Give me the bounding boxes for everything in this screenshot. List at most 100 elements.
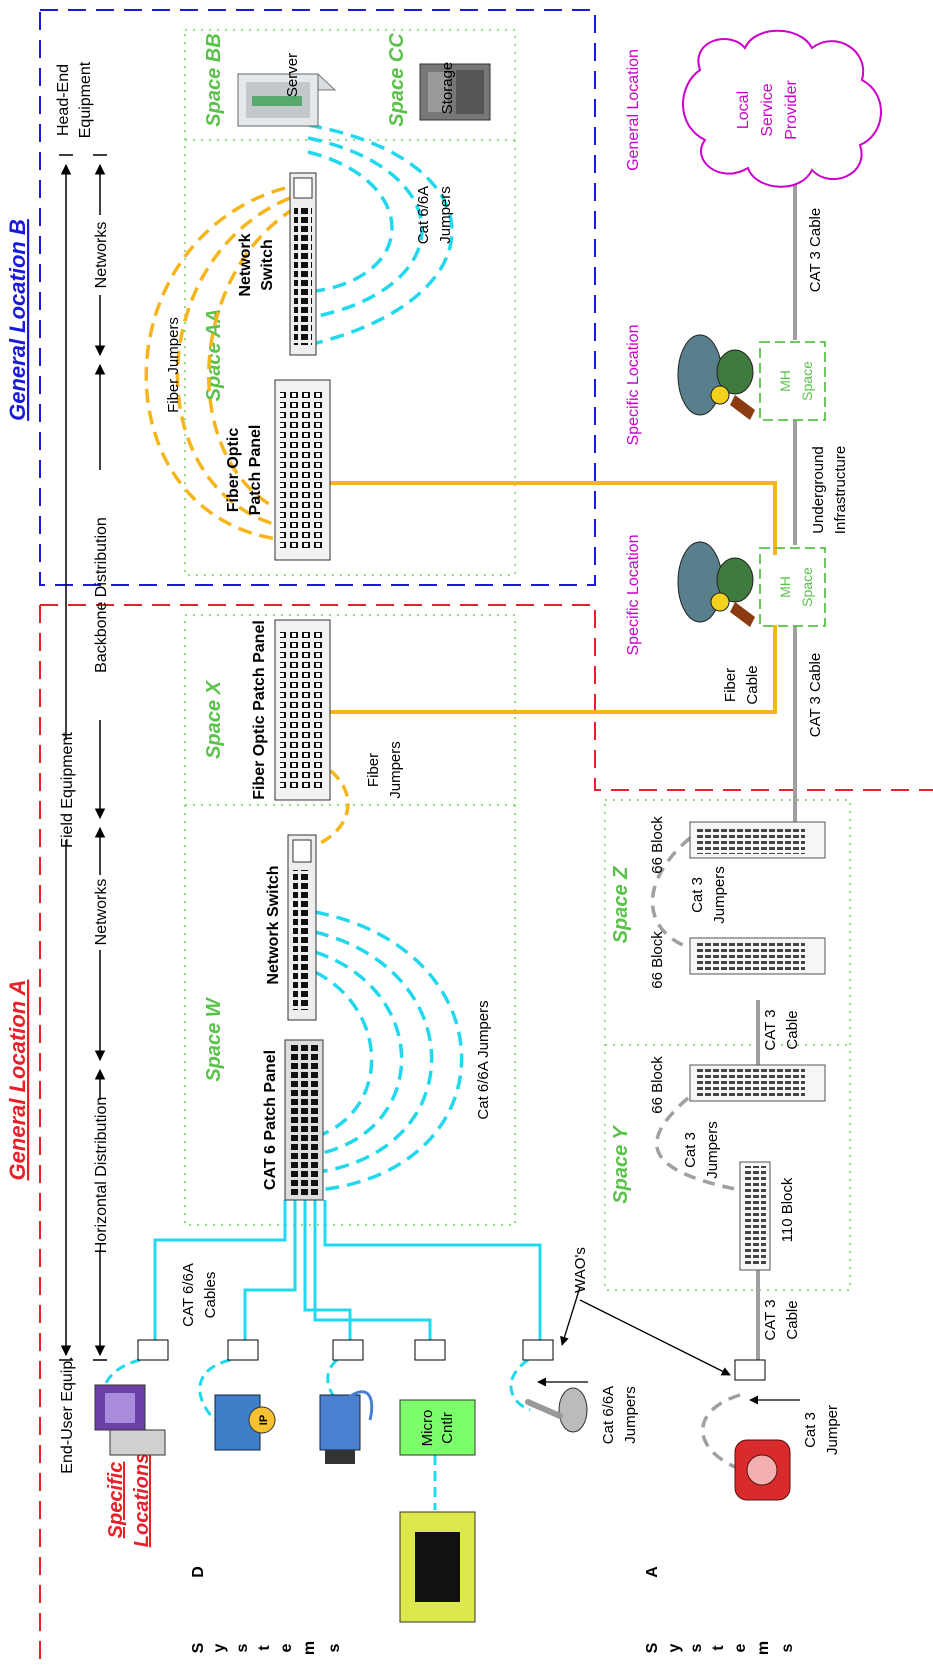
cat6-jumpers-b-label: Cat 6/6A [415,186,432,244]
ds-system-label: D S y s t e m s [190,1566,343,1655]
backbone-label: Backbone Distribution [93,517,110,673]
block-110: 110 Block [739,1161,796,1271]
head-end-label: Head-End [55,64,72,136]
computer-icon [94,1384,166,1456]
fiber-jumpers-a-label-2: Jumpers [387,741,404,799]
field-equipment-label: Field Equipment [59,732,76,848]
server-icon: Server [236,53,337,127]
space-x-label: Space X [203,679,225,758]
svg-text:IP: IP [258,1415,270,1425]
cat6-cables-to-waos [153,1200,542,1340]
cat3-jumper-label: Cat 3 [802,1412,819,1448]
cat3-cable-bottom-label-2: Cable [784,1300,801,1339]
access-reader-icon [525,1387,588,1433]
space-bb-label: Space BB [203,33,225,126]
svg-text:m: m [755,1641,772,1655]
cat3-jumpers [650,836,743,1472]
underground-label-2: Infrastructure [832,446,849,534]
svg-text:s: s [779,1643,796,1652]
network-switch-a: Network Switch [265,834,317,1021]
svg-text:Provider: Provider [783,80,800,140]
underground-label: Underground [810,446,827,534]
space-w-label: Space W [203,996,225,1081]
head-end-label-2: Equipment [77,61,94,138]
manhole-worker-icon-a [677,541,755,627]
cat6-patch-panel: CAT 6 Patch Panel [262,1039,324,1201]
cat3-cable-short-label: CAT 3 [762,1009,779,1050]
telephone-icon [734,1439,791,1501]
svg-text:Fiber Optic: Fiber Optic [225,428,242,513]
fiber-jumpers-b [144,186,296,542]
specific-location-label-b: Specific Location [625,325,642,446]
cat6-jumpers-b-label-2: Jumpers [437,186,454,244]
svg-text:y: y [211,1643,228,1652]
svg-text:t: t [710,1645,727,1651]
space-dotted-borders [184,29,851,1291]
svg-text:Cntlr: Cntlr [439,1412,456,1444]
svg-text:Network Switch: Network Switch [265,865,282,984]
waos-label: WAO's [572,1247,589,1293]
cat3-jumpers-z-label-2: Jumpers [711,866,728,924]
svg-text:Specific: Specific [105,1462,127,1539]
local-service-provider-cloud: Local Service Provider [682,29,882,188]
svg-text:e: e [732,1643,749,1652]
svg-text:Service: Service [759,83,776,136]
fiber-jumpers-a-label: Fiber [365,753,382,787]
location-b-boundary [39,9,596,586]
cat6-jumpers-b [307,123,454,347]
network-switch-b: Network Switch [237,172,317,356]
svg-text:110 Block: 110 Block [779,1177,796,1242]
micro-controller-icon: Micro Cntlr [399,1399,476,1456]
svg-text:Micro: Micro [419,1410,436,1447]
cat3-backbone-cable [756,178,797,1360]
cat6-cables-label: CAT 6/6A [180,1263,197,1327]
fiber-patch-panel-a: Fiber Optic Patch Panel [251,619,331,801]
camera-icon [319,1390,374,1464]
svg-text:t: t [256,1645,273,1651]
svg-text:Locations: Locations [131,1453,153,1547]
cat3-jumpers-z-label: Cat 3 [689,877,706,913]
storage-label: Storage [439,62,456,115]
svg-text:MH: MH [777,370,793,392]
wao-arrows [537,1286,800,1405]
end-user-label: End-User Equip. [59,1356,76,1473]
svg-text:m: m [301,1641,318,1655]
server-label: Server [284,53,301,97]
fiber-jumpers-label: Fiber Jumpers [165,317,182,413]
cat3-jumper-label-2: Jumper [824,1405,841,1455]
location-a-label: General Location A [5,980,30,1181]
svg-text:Local: Local [735,91,752,129]
networks-label-b: Networks [93,222,110,289]
wao-outlets [137,1339,766,1381]
cat3-cable-mid-label: CAT 3 Cable [807,653,824,738]
block-66-z-top: 66 Block [649,816,826,874]
cat3-cable-bottom-label: CAT 3 [762,1299,779,1340]
fiber-backbone-cable [330,481,777,714]
location-b-label: General Location B [5,219,30,421]
svg-text:CAT 6 Patch Panel: CAT 6 Patch Panel [262,1050,279,1190]
cat6-jumpers-a-label: Cat 6/6A Jumpers [475,1000,492,1119]
specific-location-label-a: Specific Location [625,535,642,656]
svg-text:66 Block: 66 Block [649,1056,666,1114]
svg-text:s: s [688,1643,705,1652]
fiber-cable-label-2: Cable [744,665,761,704]
svg-text:Space: Space [799,567,815,607]
svg-text:MH: MH [777,576,793,598]
svg-text:Switch: Switch [259,239,276,291]
ip-phone-icon: IP [214,1394,276,1451]
fiber-cable-label: Fiber [722,668,739,702]
svg-text:S: S [644,1642,661,1653]
fiber-jumpers-a [299,758,350,852]
fiber-patch-panel-b: Fiber Optic Patch Panel [225,379,331,561]
svg-text:s: s [326,1643,343,1652]
cat6-cables-label-2: Cables [202,1272,219,1319]
cat6-jumpers-a [314,910,464,1192]
svg-text:Network: Network [237,233,254,296]
svg-text:D: D [190,1566,207,1578]
as-system-label: A S y s t e m s [644,1566,796,1655]
scale-bar [59,154,107,1361]
cable-labels: Fiber Jumpers Cat 6/6A Jumpers Fiber Jum… [165,186,849,1455]
svg-text:e: e [278,1643,295,1652]
space-z-label: Space Z [610,866,632,943]
